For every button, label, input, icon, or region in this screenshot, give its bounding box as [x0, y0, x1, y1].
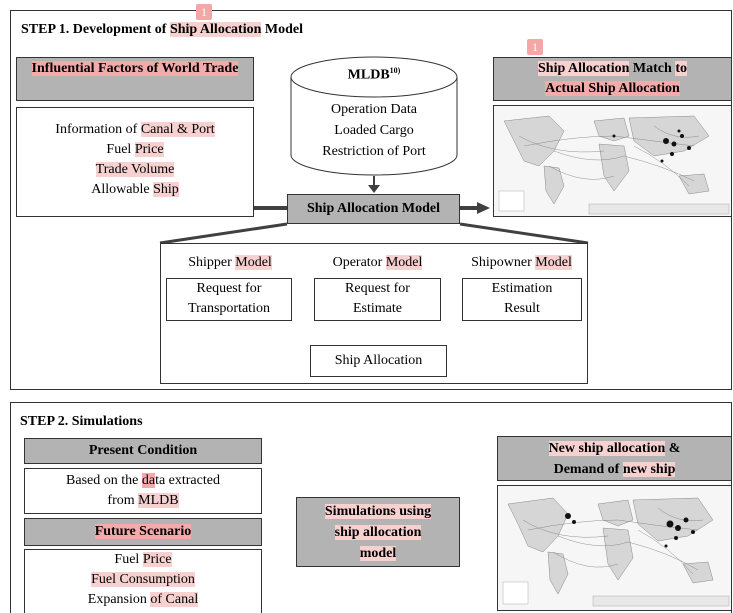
factor-allowable-ship: Allowable Ship: [91, 182, 179, 197]
new-ship-allocation-header: New ship allocation & Demand of new ship: [497, 436, 732, 481]
ship-allocation-box: Ship Allocation: [310, 345, 447, 377]
influential-factors-list: Information of Canal & Port Fuel Price T…: [16, 107, 254, 217]
world-map-image-2: [498, 486, 731, 610]
shipowner-model-heading: Shipowner Model: [471, 255, 572, 270]
influential-factors-header: Influential Factors of World Trade: [16, 57, 254, 101]
step1-title: STEP 1. Development of Ship Allocation M…: [21, 22, 303, 37]
operator-model-heading: Operator Model: [332, 255, 423, 270]
future-scenario-list: Fuel Price Fuel Consumption Expansion of…: [24, 549, 262, 613]
world-map-image: [494, 106, 731, 216]
mldb-title: MLDB10): [347, 66, 401, 83]
factor-canal-port: Information of Canal & Port: [55, 122, 215, 137]
world-map-actual-allocation: [493, 105, 732, 217]
simulations-box: Simulations using ship allocation model: [296, 497, 460, 567]
step2-title: STEP 2. Simulations: [20, 414, 143, 429]
present-condition-header: Present Condition: [24, 438, 262, 464]
future-scenario-header: Future Scenario: [24, 518, 262, 546]
step1-title-badge: 1: [196, 4, 212, 20]
factor-fuel-price: Fuel Price: [106, 142, 164, 157]
match-badge: 1: [527, 39, 543, 55]
mldb-cylinder: [290, 56, 458, 176]
factor-trade-volume: Trade Volume: [95, 162, 175, 177]
ship-allocation-model-box: Ship Allocation Model: [287, 194, 460, 224]
ship-allocation-match-header: Ship Allocation Match to Actual Ship All…: [493, 57, 732, 101]
world-map-new-allocation: [497, 485, 732, 611]
shipper-model-heading: Shipper Model: [188, 255, 272, 270]
present-condition-text: Based on the data extracted from MLDB: [24, 468, 262, 514]
mldb-content: Operation Data Loaded Cargo Restriction …: [322, 102, 426, 159]
